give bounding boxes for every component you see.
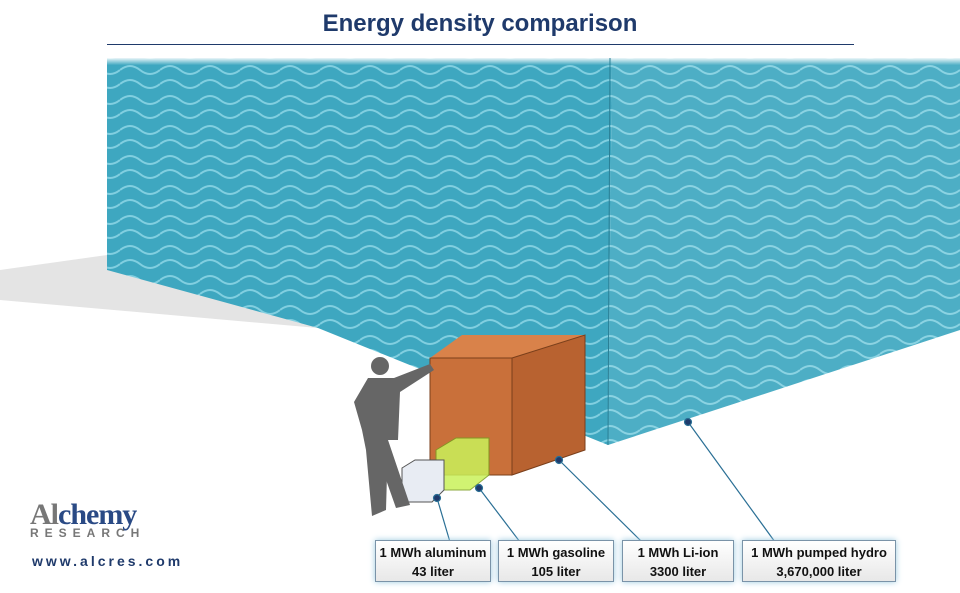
label-liion: 1 MWh Li-ion 3300 liter — [622, 540, 734, 582]
label-gasoline: 1 MWh gasoline 105 liter — [498, 540, 614, 582]
label-volume: 43 liter — [412, 564, 454, 579]
label-volume: 3,670,000 liter — [776, 564, 862, 579]
website-url: www.alcres.com — [32, 553, 184, 569]
hydro-water-right-face — [608, 58, 960, 445]
label-volume: 3300 liter — [649, 564, 707, 579]
label-aluminum: 1 MWh aluminum 43 liter — [375, 540, 491, 582]
label-volume: 105 liter — [531, 564, 581, 579]
wall-shadow — [0, 255, 318, 328]
page-title: Energy density comparison — [322, 10, 638, 37]
logo-rest: chemy — [58, 498, 137, 531]
alchemy-research-logo: Alchemy RESEARCH — [30, 498, 160, 540]
label-name: 1 MWh Li-ion — [637, 545, 719, 560]
title-underline — [107, 44, 854, 45]
label-name: 1 MWh pumped hydro — [751, 545, 887, 560]
liion-cube-top — [430, 335, 585, 358]
label-pumped-hydro: 1 MWh pumped hydro 3,670,000 liter — [742, 540, 896, 582]
logo-subtitle: RESEARCH — [30, 526, 146, 540]
person-silhouette — [354, 357, 434, 516]
liion-cube-side — [511, 334, 586, 476]
logo-prefix: Al — [30, 498, 59, 531]
label-name: 1 MWh aluminum — [379, 545, 487, 560]
label-name: 1 MWh gasoline — [506, 545, 606, 560]
